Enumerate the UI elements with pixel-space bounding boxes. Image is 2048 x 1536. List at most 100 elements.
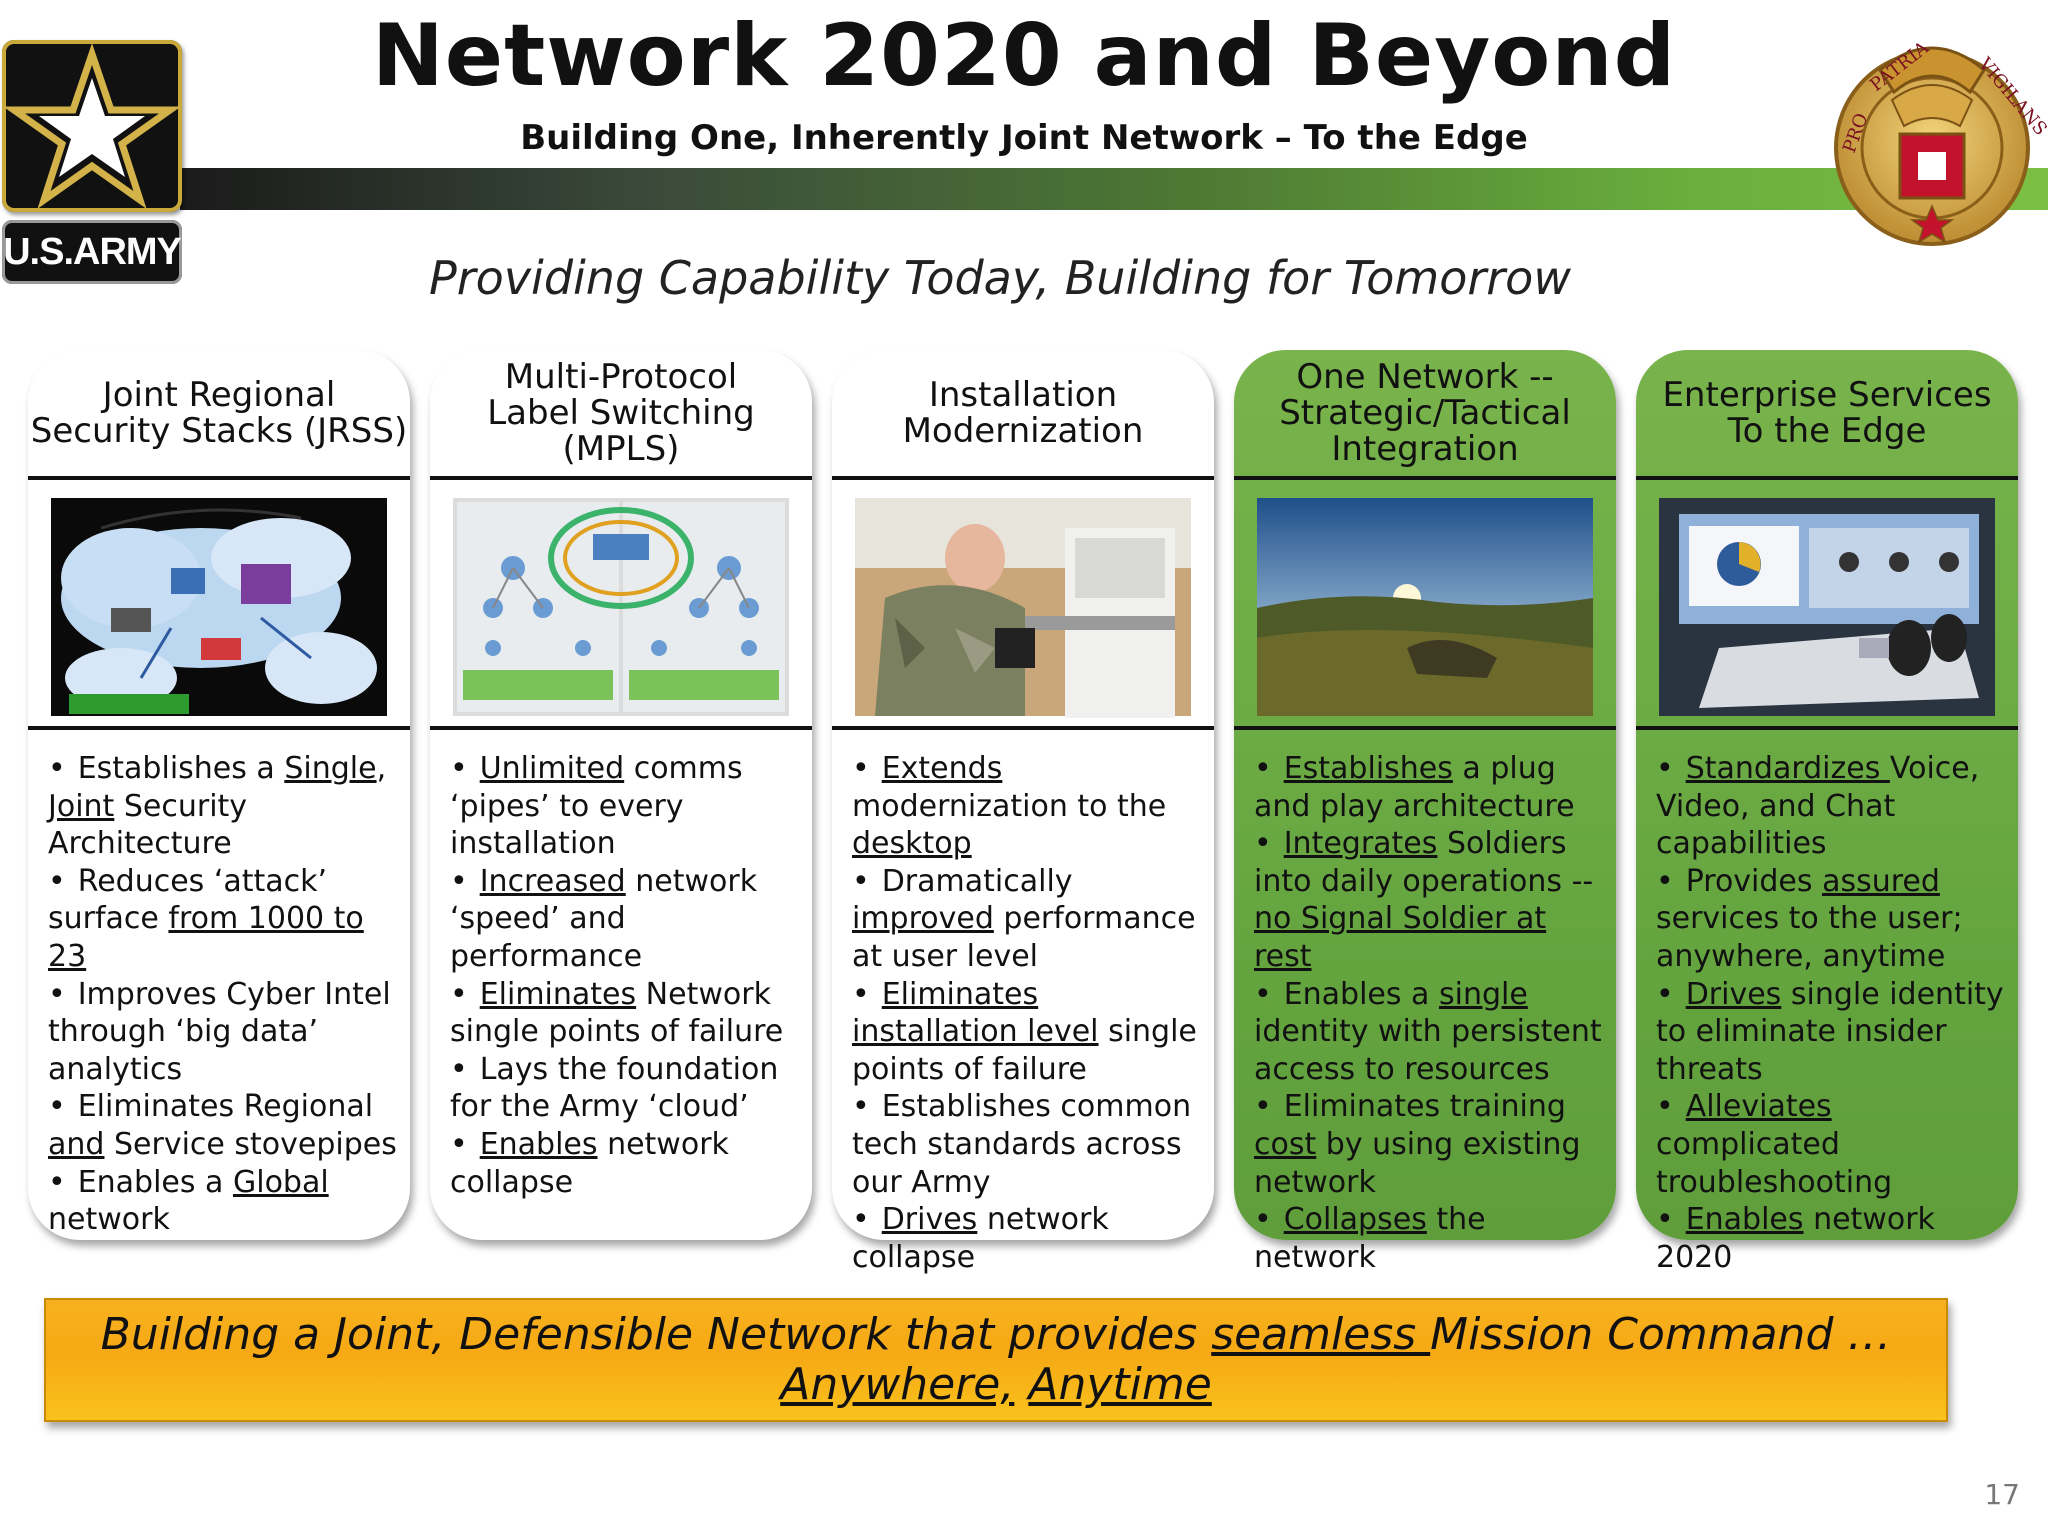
army-star-icon xyxy=(2,40,182,212)
column-divider xyxy=(430,726,812,730)
text-segment: Soldiers into daily operations -- xyxy=(1254,826,1594,899)
network-cloud-diagram-icon xyxy=(51,498,387,716)
column-jrss: Joint Regional Security Stacks (JRSS) xyxy=(28,350,410,1240)
text-segment: network xyxy=(48,1202,170,1238)
underlined-text: Global xyxy=(232,1164,329,1200)
underlined-text: Joint xyxy=(48,788,115,824)
text-segment: network ‘speed’ and performance xyxy=(450,863,758,974)
text-segment xyxy=(1014,1359,1028,1410)
bullet-item: Enables network 2020 xyxy=(1656,1201,2006,1276)
underlined-text: Single xyxy=(284,751,377,786)
text-segment: performance at user level xyxy=(852,901,1196,974)
bullet-item: Establishes common tech standards across… xyxy=(852,1088,1202,1201)
column-divider xyxy=(28,476,410,480)
underlined-text: Alleviates xyxy=(1685,1089,1832,1125)
text-segment: Establishes common tech standards across… xyxy=(852,1089,1192,1200)
text-segment: Provides xyxy=(1685,863,1823,899)
underlined-text: desktop xyxy=(852,826,972,862)
bullet-list: Unlimited comms ‘pipes’ to every install… xyxy=(450,750,800,1201)
bullet-list: Establishes a plug and play architecture… xyxy=(1254,750,1604,1276)
text-segment: a plug and play architecture xyxy=(1254,751,1575,824)
underlined-text: Integrates xyxy=(1283,826,1438,862)
underlined-text: Anytime xyxy=(1028,1359,1212,1410)
bullet-item: Alleviates complicated troubleshooting xyxy=(1656,1088,2006,1201)
underlined-text: Extends xyxy=(881,751,1003,786)
army-logo: U.S.ARMY xyxy=(2,40,184,286)
bullet-item: Provides assured services to the user; a… xyxy=(1656,863,2006,976)
bullet-item: Unlimited comms ‘pipes’ to every install… xyxy=(450,750,800,863)
bullet-item: Establishes a plug and play architecture xyxy=(1254,750,1604,825)
page-number: 17 xyxy=(1984,1478,2020,1511)
text-segment: Security Architecture xyxy=(48,788,248,862)
underlined-text: Collapses xyxy=(1283,1202,1427,1238)
bullet-list: Standardizes Voice, Video, and Chat capa… xyxy=(1656,750,2006,1276)
text-segment: Enables a xyxy=(1283,976,1439,1012)
column-title: Enterprise Services To the Edge xyxy=(1662,375,1992,451)
text-segment: Improves Cyber Intel through ‘big data’ … xyxy=(48,976,391,1087)
slide-title: Network 2020 and Beyond xyxy=(371,6,1677,106)
underlined-text: assured xyxy=(1822,863,1940,899)
underlined-text: Anywhere, xyxy=(780,1359,1015,1410)
underlined-text: Drives xyxy=(1685,976,1782,1012)
column-divider xyxy=(1636,476,2018,480)
underlined-text: seamless xyxy=(1211,1309,1431,1360)
text-segment: Establishes a xyxy=(77,751,285,786)
text-segment: Reduces ‘attack’ surface xyxy=(48,863,328,937)
text-segment: Enables a xyxy=(77,1164,233,1200)
bullet-item: Integrates Soldiers into daily operation… xyxy=(1254,825,1604,975)
underlined-text: from 1000 to 23 xyxy=(48,901,364,974)
bullet-item: Eliminates Regional and Service stovepip… xyxy=(48,1088,398,1163)
bullet-item: Extends modernization to the desktop xyxy=(852,750,1202,863)
text-segment: Eliminates training xyxy=(1283,1089,1566,1125)
soldier-in-field-sunset-photo xyxy=(1257,498,1593,716)
column-one-network: One Network -- Strategic/Tactical Integr… xyxy=(1234,350,1616,1275)
bullet-item: Lays the foundation for the Army ‘cloud’ xyxy=(450,1051,800,1126)
underlined-text: improved xyxy=(852,901,994,937)
mpls-network-diagram-icon xyxy=(453,498,789,716)
text-segment: network collapse xyxy=(852,1202,1109,1275)
column-divider xyxy=(1234,726,1616,730)
underlined-text: and xyxy=(48,1126,105,1162)
column-divider xyxy=(1234,476,1616,480)
column-divider xyxy=(430,476,812,480)
video-conference-room-photo xyxy=(1659,498,1995,716)
text-segment: identity with persistent access to resou… xyxy=(1254,1014,1602,1087)
underlined-text: single xyxy=(1438,976,1528,1012)
underlined-text: Unlimited xyxy=(479,751,625,786)
text-segment: complicated troubleshooting xyxy=(1656,1126,1893,1200)
text-segment: Lays the foundation for the Army ‘cloud’ xyxy=(450,1051,779,1125)
bullet-item: Reduces ‘attack’ surface from 1000 to 23 xyxy=(48,863,398,976)
underlined-text: Drives xyxy=(881,1202,978,1238)
tagline: Providing Capability Today, Building for… xyxy=(429,251,1571,305)
text-segment: , xyxy=(376,751,387,786)
column-title: One Network -- Strategic/Tactical Integr… xyxy=(1279,357,1571,469)
bullet-item: Enables a single identity with persisten… xyxy=(1254,976,1604,1089)
bullet-item: Dramatically improved performance at use… xyxy=(852,863,1202,976)
text-segment: the network xyxy=(1254,1202,1486,1275)
slide-subtitle: Building One, Inherently Joint Network –… xyxy=(520,118,1528,158)
bullet-item: Eliminates installation level single poi… xyxy=(852,976,1202,1089)
underlined-text: Enables xyxy=(479,1126,598,1162)
column-divider xyxy=(832,476,1214,480)
bullet-item: Eliminates Network single points of fail… xyxy=(450,976,800,1051)
bullet-item: Enables a Global network xyxy=(48,1164,398,1239)
column-title: Multi-Protocol Label Switching (MPLS) xyxy=(487,357,755,469)
army-wordmark: U.S.ARMY xyxy=(2,220,182,284)
underlined-text: cost xyxy=(1254,1126,1317,1162)
text-segment: network 2020 xyxy=(1656,1202,1935,1275)
header-gradient-bar xyxy=(180,168,2048,210)
column-title: Installation Modernization xyxy=(902,375,1144,451)
bullet-item: Drives single identity to eliminate insi… xyxy=(1656,976,2006,1089)
column-mpls: Multi-Protocol Label Switching (MPLS) xyxy=(430,350,812,1240)
text-segment: Building a Joint, Defensible Network tha… xyxy=(100,1309,1212,1360)
bullet-item: Establishes a Single, Joint Security Arc… xyxy=(48,750,398,863)
bullet-item: Eliminates training cost by using existi… xyxy=(1254,1088,1604,1201)
underlined-text: Eliminates installation level xyxy=(852,976,1099,1050)
text-segment: by using existing network xyxy=(1254,1126,1581,1200)
text-segment: Voice, Video, and Chat capabilities xyxy=(1656,751,1980,862)
bullet-item: Drives network collapse xyxy=(852,1201,1202,1276)
bullet-item: Collapses the network xyxy=(1254,1201,1604,1276)
text-segment: network collapse xyxy=(450,1126,729,1200)
column-installation-modernization: Installation Modernization Extends moder… xyxy=(832,350,1214,1275)
column-divider xyxy=(832,726,1214,730)
